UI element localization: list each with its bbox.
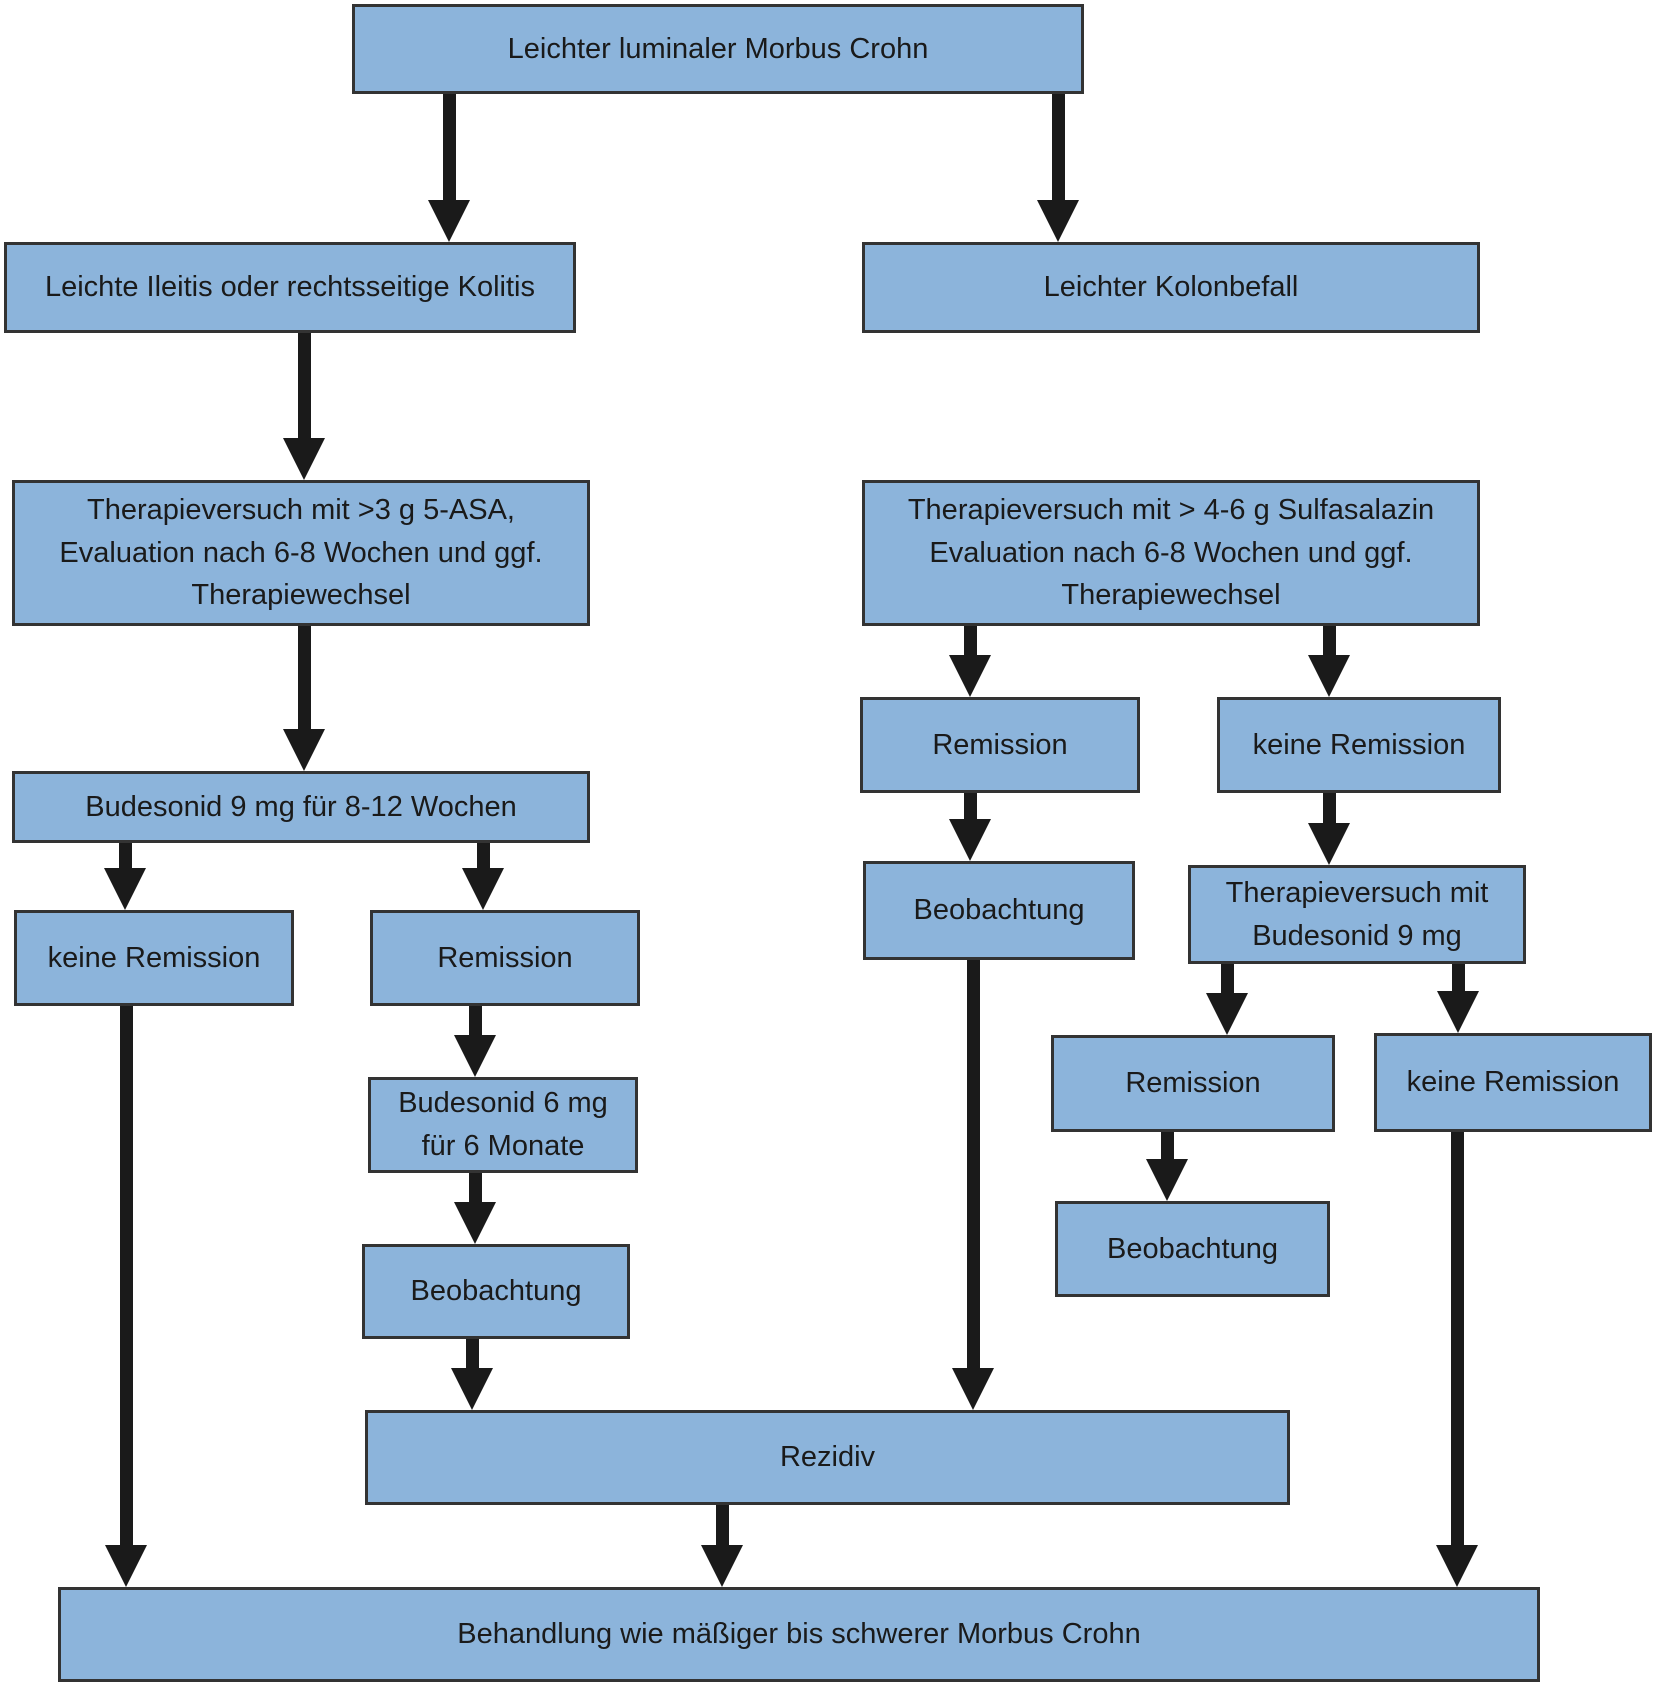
arrow-shaft bbox=[465, 1339, 479, 1372]
flowchart-node-rezidiv: Rezidiv bbox=[365, 1410, 1290, 1505]
arrow-shaft bbox=[963, 626, 977, 659]
flowchart-node-beobachtung-rechts: Beobachtung bbox=[863, 861, 1135, 960]
arrow-ileitis-to-asa bbox=[283, 333, 325, 480]
arrow-shaft bbox=[442, 94, 456, 204]
arrow-head-icon bbox=[451, 1368, 493, 1410]
arrow-head-icon bbox=[1146, 1159, 1188, 1201]
arrow-head-icon bbox=[1308, 655, 1350, 697]
arrow-head-icon bbox=[1437, 991, 1479, 1033]
arrow-remission-rechts-to-beobachtung-rechts bbox=[949, 793, 991, 861]
flowchart-node-label-rezidiv: Rezidiv bbox=[779, 1441, 876, 1474]
flowchart-node-label-kolonbefall: Leichter Kolonbefall bbox=[1043, 271, 1299, 304]
flowchart-node-keine-remission-unten: keine Remission bbox=[1374, 1033, 1652, 1132]
flowchart-node-label-budesonid6: Budesonid 6 mg für 6 Monate bbox=[398, 1087, 608, 1162]
arrow-head-icon bbox=[1206, 993, 1248, 1035]
arrow-head-icon bbox=[949, 819, 991, 861]
flowchart-node-label-therapieversuch-budesonid: Therapieversuch mit Budesonid 9 mg bbox=[1225, 876, 1489, 952]
arrow-shaft bbox=[468, 1173, 482, 1206]
arrow-shaft bbox=[1220, 964, 1234, 997]
arrow-shaft bbox=[476, 843, 490, 872]
flowchart-node-label-beobachtung-links: Beobachtung bbox=[410, 1275, 582, 1308]
flowchart-node-label-behandlung: Behandlung wie mäßiger bis schwerer Morb… bbox=[457, 1618, 1141, 1651]
flowchart-node-therapieversuch-budesonid: Therapieversuch mit Budesonid 9 mg bbox=[1188, 865, 1526, 964]
arrow-sulfasalazin-to-remission-rechts bbox=[949, 626, 991, 697]
arrow-start-to-kolonbefall bbox=[1037, 94, 1079, 242]
flowchart-node-label-remission-unten: Remission bbox=[1125, 1067, 1261, 1100]
arrow-shaft bbox=[966, 960, 980, 1372]
arrow-head-icon bbox=[454, 1202, 496, 1244]
arrow-head-icon bbox=[949, 655, 991, 697]
arrow-shaft bbox=[1322, 626, 1336, 659]
arrow-keine-remission-unten-to-behandlung bbox=[1436, 1132, 1478, 1587]
flowchart-node-kolonbefall: Leichter Kolonbefall bbox=[862, 242, 1480, 333]
arrow-budesonid6-to-beobachtung-links bbox=[454, 1173, 496, 1244]
arrow-head-icon bbox=[1308, 823, 1350, 865]
flowchart-node-remission-links: Remission bbox=[370, 910, 640, 1006]
arrow-shaft bbox=[119, 1006, 133, 1549]
arrow-shaft bbox=[1322, 793, 1336, 827]
arrow-keine-remission-links-to-behandlung bbox=[105, 1006, 147, 1587]
arrow-head-icon bbox=[462, 868, 504, 910]
flowchart-node-label-budesonid9: Budesonid 9 mg für 8-12 Wochen bbox=[85, 790, 517, 823]
arrow-shaft bbox=[297, 333, 311, 442]
arrow-shaft bbox=[118, 843, 132, 872]
flowchart-node-label-keine-remission-unten: keine Remission bbox=[1406, 1066, 1620, 1099]
flowchart-node-label-asa: Therapieversuch mit >3 g 5-ASA, Evaluati… bbox=[59, 493, 543, 612]
arrow-head-icon bbox=[454, 1035, 496, 1077]
arrow-head-icon bbox=[1436, 1545, 1478, 1587]
flowchart-node-beobachtung-unten: Beobachtung bbox=[1055, 1201, 1330, 1297]
flowchart-node-label-beobachtung-rechts: Beobachtung bbox=[913, 894, 1085, 927]
arrow-beobachtung-links-to-rezidiv bbox=[451, 1339, 493, 1410]
arrow-therapieversuch-budesonid-to-remission-unten bbox=[1206, 964, 1248, 1035]
arrow-head-icon bbox=[701, 1545, 743, 1587]
arrow-shaft bbox=[963, 793, 977, 823]
arrow-beobachtung-rechts-to-rezidiv bbox=[952, 960, 994, 1410]
arrow-start-to-ileitis bbox=[428, 94, 470, 242]
flowchart-node-start: Leichter luminaler Morbus Crohn bbox=[352, 4, 1084, 94]
arrow-head-icon bbox=[952, 1368, 994, 1410]
flowchart-node-remission-unten: Remission bbox=[1051, 1035, 1335, 1132]
flowchart-node-label-remission-rechts: Remission bbox=[932, 728, 1068, 761]
arrow-therapieversuch-budesonid-to-keine-remission-unten bbox=[1437, 964, 1479, 1033]
flowchart-node-sulfasalazin: Therapieversuch mit > 4-6 g Sulfasalazin… bbox=[862, 480, 1480, 626]
arrow-keine-remission-rechts-to-therapieversuch-budesonid bbox=[1308, 793, 1350, 865]
flowchart-node-asa: Therapieversuch mit >3 g 5-ASA, Evaluati… bbox=[12, 480, 590, 626]
arrow-shaft bbox=[1451, 964, 1465, 995]
flowchart-node-label-start: Leichter luminaler Morbus Crohn bbox=[507, 32, 929, 65]
arrow-shaft bbox=[1450, 1132, 1464, 1549]
arrow-budesonid9-to-keine-remission-links bbox=[104, 843, 146, 910]
flowchart-node-behandlung: Behandlung wie mäßiger bis schwerer Morb… bbox=[58, 1587, 1540, 1682]
arrow-remission-links-to-budesonid6 bbox=[454, 1006, 496, 1077]
flowchart-node-beobachtung-links: Beobachtung bbox=[362, 1244, 630, 1339]
flowchart-node-keine-remission-links: keine Remission bbox=[14, 910, 294, 1006]
flowchart-node-budesonid6: Budesonid 6 mg für 6 Monate bbox=[368, 1077, 638, 1173]
arrow-head-icon bbox=[283, 438, 325, 480]
arrow-shaft bbox=[468, 1006, 482, 1039]
arrow-head-icon bbox=[428, 200, 470, 242]
flowchart-node-ileitis: Leichte Ileitis oder rechtsseitige Kolit… bbox=[4, 242, 576, 333]
arrow-remission-unten-to-beobachtung-unten bbox=[1146, 1132, 1188, 1201]
flowchart-node-label-ileitis: Leichte Ileitis oder rechtsseitige Kolit… bbox=[44, 271, 535, 304]
arrow-shaft bbox=[715, 1505, 729, 1549]
flowchart-node-keine-remission-rechts: keine Remission bbox=[1217, 697, 1501, 793]
arrow-head-icon bbox=[105, 1545, 147, 1587]
arrow-rezidiv-to-behandlung bbox=[701, 1505, 743, 1587]
flowchart-node-budesonid9: Budesonid 9 mg für 8-12 Wochen bbox=[12, 771, 590, 843]
arrow-asa-to-budesonid9 bbox=[283, 626, 325, 771]
flowchart-node-label-keine-remission-rechts: keine Remission bbox=[1252, 728, 1466, 761]
flowchart-node-label-beobachtung-unten: Beobachtung bbox=[1107, 1232, 1278, 1265]
arrow-sulfasalazin-to-keine-remission-rechts bbox=[1308, 626, 1350, 697]
arrow-head-icon bbox=[283, 729, 325, 771]
flowchart-node-label-keine-remission-links: keine Remission bbox=[47, 941, 261, 974]
flowchart-node-label-remission-links: Remission bbox=[437, 941, 573, 974]
flowchart-node-label-sulfasalazin: Therapieversuch mit > 4-6 g Sulfasalazin… bbox=[907, 493, 1435, 612]
arrow-budesonid9-to-remission-links bbox=[462, 843, 504, 910]
arrow-head-icon bbox=[104, 868, 146, 910]
arrow-head-icon bbox=[1037, 200, 1079, 242]
arrow-shaft bbox=[297, 626, 311, 733]
arrow-shaft bbox=[1160, 1132, 1174, 1163]
arrow-shaft bbox=[1051, 94, 1065, 204]
flowchart-node-remission-rechts: Remission bbox=[860, 697, 1140, 793]
